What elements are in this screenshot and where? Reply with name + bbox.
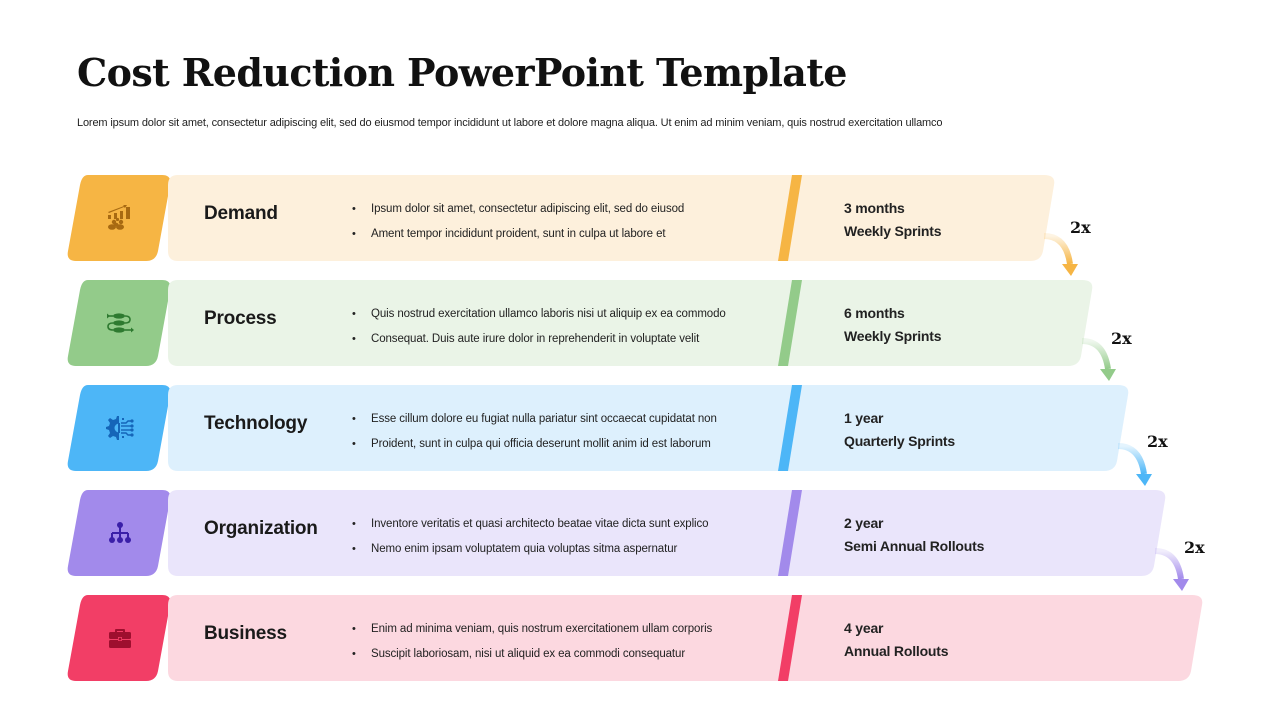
duration-text: 6 months xyxy=(844,305,905,321)
row-business: Business Enim ad minima veniam, quis nos… xyxy=(0,595,1280,681)
slide-title: Cost Reduction PowerPoint Template xyxy=(77,50,847,95)
slide-subtitle: Lorem ipsum dolor sit amet, consectetur … xyxy=(77,117,943,129)
timeline-info: 6 months Weekly Sprints xyxy=(844,302,942,348)
bullet-item: Ipsum dolor sit amet, consectetur adipis… xyxy=(352,197,684,222)
timeline-info: 4 year Annual Rollouts xyxy=(844,617,949,663)
bullet-item: Proident, sunt in culpa qui officia dese… xyxy=(352,432,717,457)
row-label: Process xyxy=(204,308,277,329)
multiplier-label: 2x xyxy=(1184,538,1205,557)
duration-text: 3 months xyxy=(844,200,905,216)
bullet-list: Esse cillum dolore eu fugiat nulla paria… xyxy=(352,407,717,457)
icon-tile-technology xyxy=(66,385,172,471)
multiplier-label: 2x xyxy=(1147,432,1168,451)
curved-arrow-icon xyxy=(1043,233,1078,276)
bullet-item: Consequat. Duis aute irure dolor in repr… xyxy=(352,327,726,352)
row-label: Organization xyxy=(204,518,318,539)
icon-tile-demand xyxy=(66,175,172,261)
cadence-text: Annual Rollouts xyxy=(844,643,949,659)
row-technology: Technology Esse cillum dolore eu fugiat … xyxy=(0,385,1280,471)
icon-tile-process xyxy=(66,280,172,366)
bullet-item: Inventore veritatis et quasi architecto … xyxy=(352,512,709,537)
timeline-info: 2 year Semi Annual Rollouts xyxy=(844,512,984,558)
curved-arrow-icon xyxy=(1081,338,1116,381)
gear-circuit-icon xyxy=(106,416,134,440)
row-label: Business xyxy=(204,623,287,644)
icon-tile-business xyxy=(66,595,172,681)
multiplier-label: 2x xyxy=(1111,329,1132,348)
bullet-list: Inventore veritatis et quasi architecto … xyxy=(352,512,709,562)
bullet-list: Quis nostrud exercitation ullamco labori… xyxy=(352,302,726,352)
curved-arrow-icon xyxy=(1154,548,1189,591)
timeline-info: 3 months Weekly Sprints xyxy=(844,197,942,243)
process-flow-icon xyxy=(107,313,134,333)
bullet-item: Nemo enim ipsam voluptatem quia voluptas… xyxy=(352,537,708,562)
row-demand: Demand Ipsum dolor sit amet, consectetur… xyxy=(0,175,1280,261)
duration-text: 1 year xyxy=(844,410,884,426)
icon-tile-organization xyxy=(66,490,172,576)
row-label: Technology xyxy=(204,413,308,434)
cadence-text: Weekly Sprints xyxy=(844,223,942,239)
growth-chart-people-icon xyxy=(108,205,130,230)
timeline-info: 1 year Quarterly Sprints xyxy=(844,407,955,453)
bullet-list: Enim ad minima veniam, quis nostrum exer… xyxy=(352,617,712,667)
bullet-item: Esse cillum dolore eu fugiat nulla paria… xyxy=(352,407,717,432)
bullet-list: Ipsum dolor sit amet, consectetur adipis… xyxy=(352,197,684,247)
multiplier-label: 2x xyxy=(1070,218,1091,237)
duration-text: 2 year xyxy=(844,515,884,531)
bullet-item: Suscipit laboriosam, nisi ut aliquid ex … xyxy=(352,642,712,667)
row-organization: Organization Inventore veritatis et quas… xyxy=(0,490,1280,576)
bullet-item: Quis nostrud exercitation ullamco labori… xyxy=(352,302,726,327)
briefcase-icon xyxy=(109,629,131,648)
row-label: Demand xyxy=(204,203,278,224)
cadence-text: Weekly Sprints xyxy=(844,328,942,344)
row-process: Process Quis nostrud exercitation ullamc… xyxy=(0,280,1280,366)
bullet-item: Enim ad minima veniam, quis nostrum exer… xyxy=(352,617,712,642)
duration-text: 4 year xyxy=(844,620,884,636)
cadence-text: Semi Annual Rollouts xyxy=(844,538,985,554)
bullet-item: Ament tempor incididunt proident, sunt i… xyxy=(352,222,684,247)
org-hierarchy-icon xyxy=(109,522,131,543)
curved-arrow-icon xyxy=(1117,443,1152,486)
cadence-text: Quarterly Sprints xyxy=(844,433,955,449)
